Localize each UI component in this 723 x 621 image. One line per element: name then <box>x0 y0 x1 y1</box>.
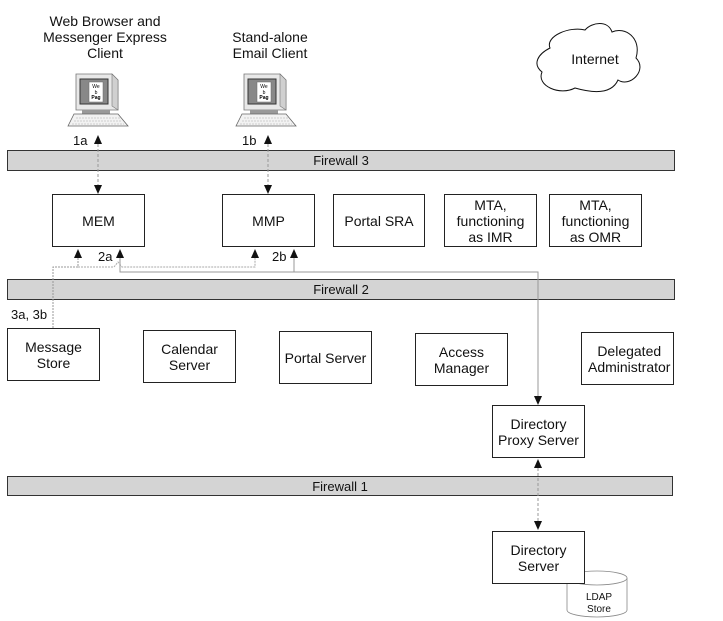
svg-text:Pag: Pag <box>259 95 268 101</box>
step-label-1a: 1a <box>73 133 88 148</box>
portal-sra-box: Portal SRA <box>333 194 425 247</box>
mta-imr-box: MTA, functioning as IMR <box>444 194 537 247</box>
step-label-2b: 2b <box>272 249 287 264</box>
access-manager-box: Access Manager <box>415 333 508 386</box>
firewall-1-label: Firewall 1 <box>312 478 368 494</box>
web-browser-client-label: Web Browser and Messenger Express Client <box>43 13 167 61</box>
firewall-3: Firewall 3 <box>7 150 675 171</box>
firewall-2: Firewall 2 <box>7 279 675 300</box>
svg-text:Pag: Pag <box>91 95 100 101</box>
svg-text:b: b <box>95 90 98 96</box>
svg-text:b: b <box>263 90 266 96</box>
step-label-1b: 1b <box>242 133 257 148</box>
mem-box: MEM <box>52 194 145 247</box>
ldap-store-label: LDAP Store <box>585 592 613 615</box>
svg-text:We: We <box>260 84 268 90</box>
firewall-2-label: Firewall 2 <box>313 282 369 297</box>
email-client-label: Stand-alone Email Client <box>232 29 308 61</box>
step-label-3a-3b: 3a, 3b <box>11 307 48 322</box>
delegated-administrator-box: Delegated Administrator <box>581 332 674 385</box>
firewall-1: Firewall 1 <box>7 476 673 496</box>
directory-server-box: Directory Server <box>492 531 585 584</box>
message-store-box: Message Store <box>7 328 100 381</box>
firewall-3-label: Firewall 3 <box>313 153 369 168</box>
internet-cloud-icon <box>536 23 641 92</box>
step-label-2a: 2a <box>98 249 113 264</box>
screen-text: We <box>92 84 100 90</box>
directory-proxy-server-box: Directory Proxy Server <box>492 405 585 458</box>
internet-label: Internet <box>571 51 619 67</box>
calendar-server-box: Calendar Server <box>143 330 236 383</box>
portal-server-box: Portal Server <box>279 331 372 384</box>
mmp-box: MMP <box>222 194 315 247</box>
mta-omr-box: MTA, functioning as OMR <box>549 194 642 247</box>
email-client-computer-icon: We b Pag <box>235 73 297 127</box>
web-browser-computer-icon: We b Pag <box>67 73 129 127</box>
